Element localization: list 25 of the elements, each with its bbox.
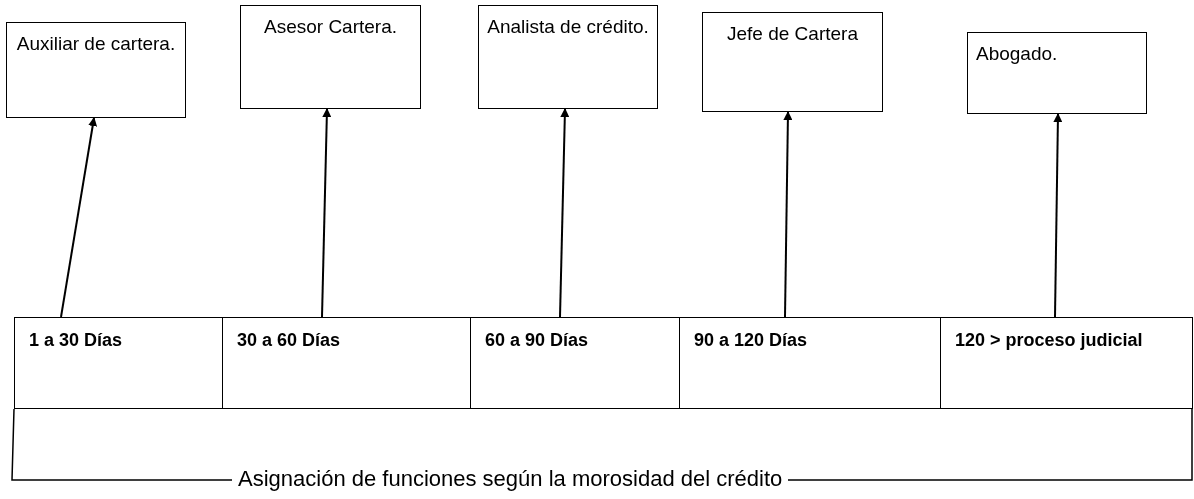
role-box (967, 32, 1147, 114)
role-label: Abogado. (976, 42, 1058, 66)
role-label: Asesor Cartera. (263, 15, 397, 39)
period-label: 90 a 120 Días (694, 329, 809, 352)
arrow (60, 117, 98, 318)
period-cell (222, 317, 471, 409)
period-cell (679, 317, 941, 409)
period-label: 30 a 60 Días (237, 329, 342, 352)
period-cell (14, 317, 223, 409)
period-cell (940, 317, 1193, 409)
period-label: 60 a 90 Días (485, 329, 590, 352)
role-label: Analista de crédito. (487, 15, 649, 39)
arrow (559, 108, 570, 318)
role-label: Auxiliar de cartera. (16, 32, 176, 56)
arrow (1053, 113, 1063, 318)
period-cell (470, 317, 680, 409)
arrow (783, 111, 793, 318)
role-box (6, 22, 186, 118)
role-box (702, 12, 883, 112)
role-box (240, 5, 421, 109)
role-box (478, 5, 658, 109)
period-label: 120 > proceso judicial (955, 329, 1144, 352)
period-label: 1 a 30 Días (29, 329, 124, 352)
arrow (321, 108, 332, 318)
role-label: Jefe de Cartera (727, 22, 858, 46)
